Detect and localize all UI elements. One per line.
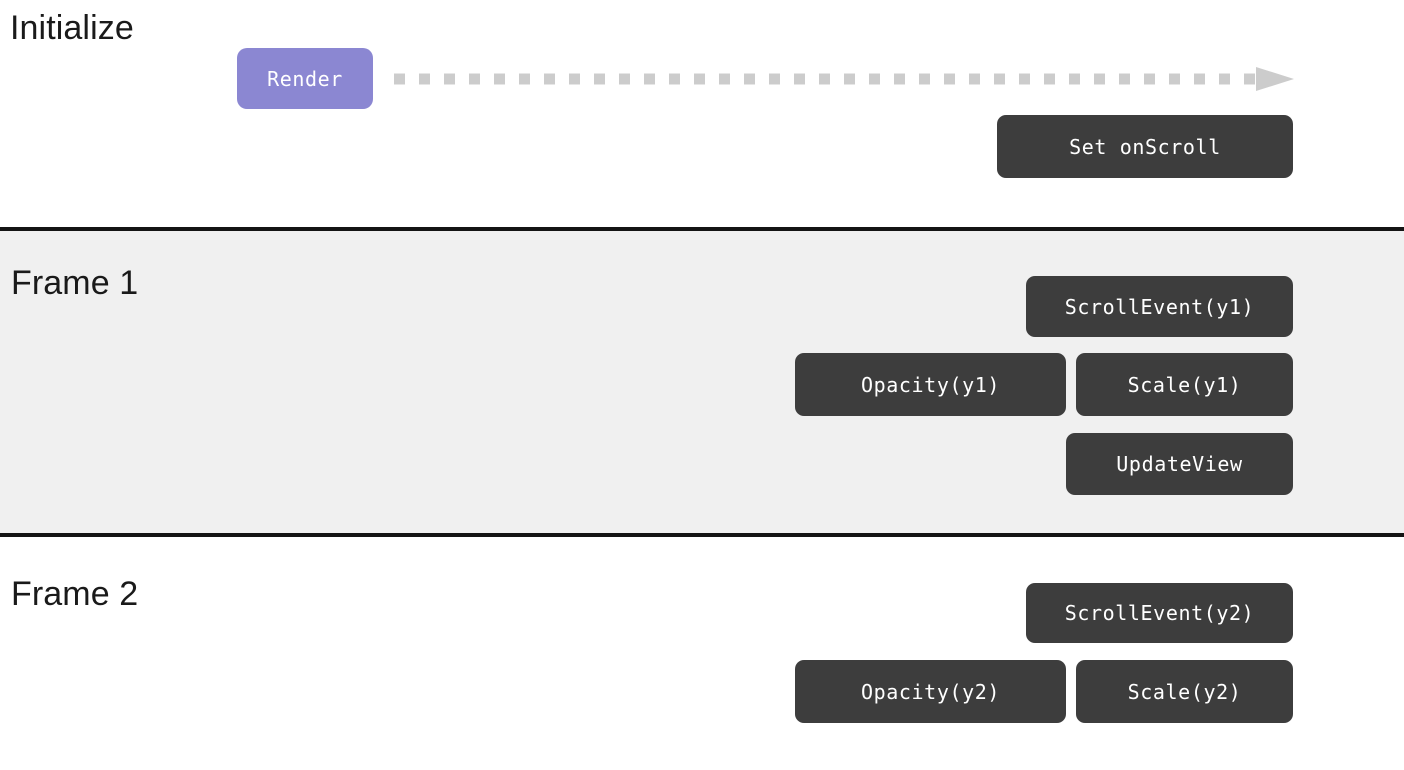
node-render[interactable]: Render <box>237 48 373 109</box>
section-label-frame-1: Frame 1 <box>11 264 139 302</box>
section-label-frame-2: Frame 2 <box>11 575 139 613</box>
arrow-head <box>1256 67 1294 91</box>
node-updateview[interactable]: UpdateView <box>1066 433 1293 495</box>
node-scrollevent-y2[interactable]: ScrollEvent(y2) <box>1026 583 1293 643</box>
dashed-arrow-svg <box>394 67 1294 91</box>
dashed-arrow-right-icon <box>394 65 1294 93</box>
section-frame-2 <box>0 537 1404 770</box>
section-divider-frame1-frame2 <box>0 533 1404 537</box>
node-scale-y2[interactable]: Scale(y2) <box>1076 660 1293 723</box>
section-initialize <box>0 0 1404 227</box>
section-divider-initialize-frame1 <box>0 227 1404 231</box>
node-opacity-y2[interactable]: Opacity(y2) <box>795 660 1066 723</box>
node-scrollevent-y1[interactable]: ScrollEvent(y1) <box>1026 276 1293 337</box>
section-label-initialize: Initialize <box>10 9 134 47</box>
node-opacity-y1[interactable]: Opacity(y1) <box>795 353 1066 416</box>
node-set-onscroll[interactable]: Set onScroll <box>997 115 1293 178</box>
node-scale-y1[interactable]: Scale(y1) <box>1076 353 1293 416</box>
